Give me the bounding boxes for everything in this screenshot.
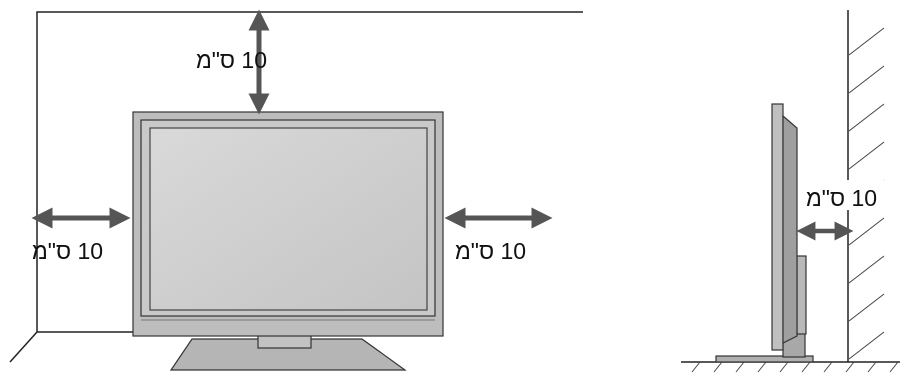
left-clearance-label: 10 ס"מ <box>32 238 103 264</box>
wall-hatch <box>848 27 885 360</box>
tv-side-panel <box>771 103 784 351</box>
tv-screen <box>149 127 428 311</box>
tv-side <box>715 103 814 363</box>
side-clearance-label: 10 ס"מ <box>806 185 877 211</box>
tv-side-back <box>782 114 798 344</box>
floor-hatch <box>691 361 899 373</box>
tv-side-stand-base <box>715 355 814 363</box>
top-clearance-label: 10 ס"מ <box>196 47 267 73</box>
tv-front <box>132 111 444 371</box>
tv-side-bracket <box>796 255 807 335</box>
front-view: 10 ס"מ 10 ס"מ 10 ס"מ <box>9 9 583 371</box>
side-view: 10 ס"מ <box>681 10 900 373</box>
right-clearance-label: 10 ס"מ <box>455 238 526 264</box>
